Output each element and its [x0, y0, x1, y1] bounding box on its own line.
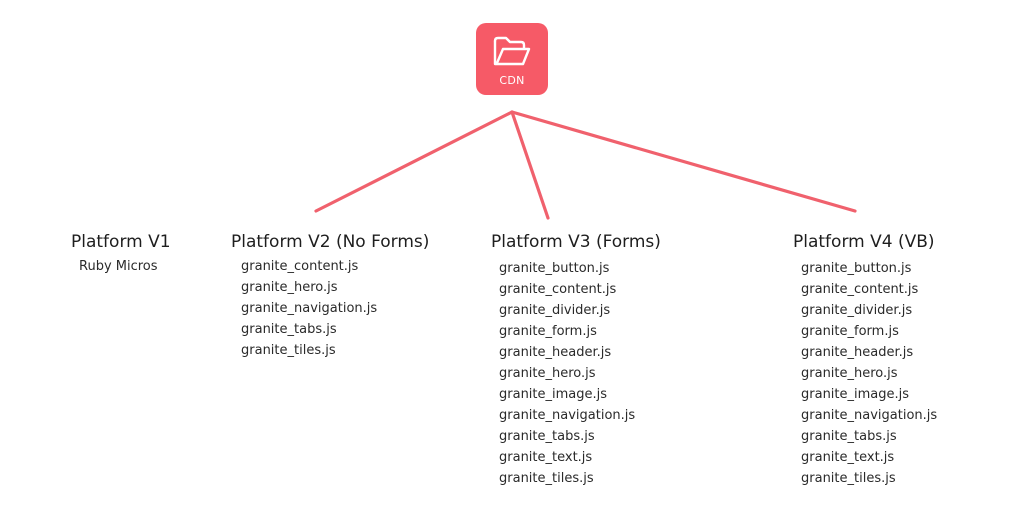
list-item: granite_form.js: [499, 324, 597, 339]
edge-cdn-to-v4: [510, 110, 857, 213]
list-item: granite_tiles.js: [801, 471, 896, 486]
list-item: granite_tiles.js: [241, 343, 336, 358]
list-item: granite_navigation.js: [801, 408, 938, 423]
file-list: granite_button.js granite_content.js gra…: [801, 258, 937, 489]
list-item: granite_tiles.js: [499, 471, 594, 486]
cdn-label: CDN: [499, 74, 525, 87]
list-item: granite_navigation.js: [241, 301, 378, 316]
list-item: granite_divider.js: [499, 303, 611, 318]
file-list: granite_button.js granite_content.js gra…: [499, 258, 661, 489]
list-item: granite_hero.js: [499, 366, 596, 381]
list-item: granite_header.js: [801, 345, 914, 360]
file-list: granite_content.js granite_hero.js grani…: [241, 256, 429, 361]
platform-v1: Platform V1 Ruby Micros: [71, 231, 171, 277]
list-item: granite_content.js: [801, 282, 919, 297]
platform-v4: Platform V4 (VB) granite_button.js grani…: [793, 231, 937, 489]
list-item: granite_content.js: [499, 282, 617, 297]
list-item: granite_text.js: [801, 450, 895, 465]
list-item: granite_content.js: [241, 259, 359, 274]
list-item: granite_image.js: [801, 387, 910, 402]
list-item: granite_image.js: [499, 387, 608, 402]
platform-v2: Platform V2 (No Forms) granite_content.j…: [231, 231, 429, 361]
list-item: granite_tabs.js: [241, 322, 337, 337]
list-item: Ruby Micros: [79, 259, 158, 274]
list-item: granite_navigation.js: [499, 408, 636, 423]
file-list: Ruby Micros: [79, 256, 171, 277]
cdn-node[interactable]: CDN: [476, 23, 548, 95]
list-item: granite_tabs.js: [801, 429, 897, 444]
list-item: granite_tabs.js: [499, 429, 595, 444]
list-item: granite_form.js: [801, 324, 899, 339]
list-item: granite_button.js: [499, 261, 610, 276]
folder-open-icon: [493, 36, 531, 66]
list-item: granite_text.js: [499, 450, 593, 465]
list-item: granite_hero.js: [801, 366, 898, 381]
platform-title: Platform V2 (No Forms): [231, 232, 430, 252]
platform-v3: Platform V3 (Forms) granite_button.js gr…: [491, 231, 661, 489]
list-item: granite_divider.js: [801, 303, 913, 318]
platform-title: Platform V4 (VB): [793, 232, 935, 252]
list-item: granite_button.js: [801, 261, 912, 276]
edge-cdn-to-v2: [314, 110, 514, 213]
edge-cdn-to-v3: [510, 110, 550, 220]
list-item: granite_header.js: [499, 345, 612, 360]
platform-title: Platform V1: [71, 232, 171, 252]
list-item: granite_hero.js: [241, 280, 338, 295]
platform-title: Platform V3 (Forms): [491, 232, 661, 252]
